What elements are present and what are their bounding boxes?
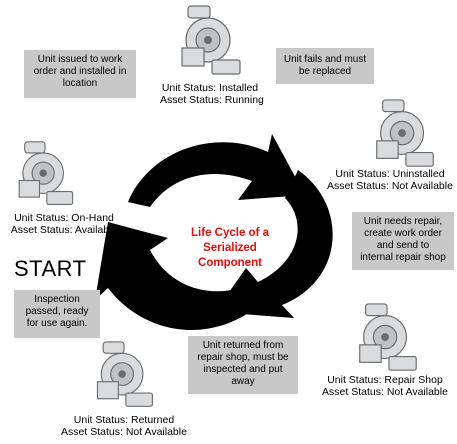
note-inspection: Inspection passed, ready for use again. [14, 290, 100, 338]
diagram-title: Life Cycle of a Serialized Component [172, 226, 288, 271]
title-line: Life Cycle of a [191, 227, 269, 239]
status-line: Unit Status: On-Hand [14, 212, 114, 224]
status-line: Asset Status: Available [10, 224, 118, 236]
pump-icon [359, 303, 417, 371]
pump-icon [96, 341, 153, 407]
note-line: repair shop, must be [197, 352, 289, 363]
note-fails: Unit fails and must be replaced [276, 48, 374, 84]
stage-installed-status: Unit Status: Installed Asset Status: Run… [160, 82, 264, 106]
note-line: Unit issued to work [37, 54, 123, 65]
cycle-arrow-top [128, 134, 305, 207]
note-returned-from-repair: Unit returned from repair shop, must be … [188, 336, 298, 394]
note-line: location [62, 78, 98, 89]
cycle-arrow-left [95, 222, 250, 330]
note-line: and send to [376, 240, 430, 251]
note-line: internal repair shop [360, 252, 446, 263]
note-line: be replaced [298, 66, 352, 77]
note-line: Unit fails and must [283, 54, 367, 65]
title-line: Serialized [203, 242, 257, 254]
note-line: Unit needs repair, [363, 216, 443, 227]
stage-on-hand-status: Unit Status: On-Hand Asset Status: Avail… [2, 212, 126, 236]
note-needs-repair: Unit needs repair, create work order and… [352, 212, 454, 270]
status-line: Asset Status: Running [160, 94, 264, 106]
stage-returned-status: Unit Status: Returned Asset Status: Not … [56, 414, 192, 438]
status-line: Unit Status: Returned [73, 414, 175, 426]
note-line: Inspection [34, 294, 80, 305]
note-issued: Unit issued to work order and installed … [24, 50, 136, 98]
pump-icon [18, 141, 74, 206]
pump-icon [376, 99, 434, 167]
stage-uninstalled-status: Unit Status: Uninstalled Asset Status: N… [324, 168, 456, 192]
status-line: Unit Status: Installed [161, 82, 259, 94]
stage-repair-shop-status: Unit Status: Repair Shop Asset Status: N… [316, 374, 454, 398]
status-line: Unit Status: [335, 168, 390, 180]
status-line: Asset Status: Not Available [61, 426, 187, 438]
note-line: create work order [364, 228, 442, 239]
start-label: START [14, 256, 87, 281]
note-line: away [231, 376, 255, 387]
note-line: Unit returned from [202, 340, 284, 351]
title-line: Component [198, 257, 262, 269]
note-line: passed, ready [25, 306, 89, 317]
cycle-arrow-right [215, 170, 333, 318]
pump-icon [181, 5, 241, 75]
status-line: Asset Status: Not Available [322, 386, 448, 398]
note-line: for use again. [26, 318, 88, 329]
note-line: inspected and put [203, 364, 283, 375]
status-line: Unit Status: Repair Shop [327, 374, 443, 386]
status-line: Asset Status: Not Available [327, 180, 453, 192]
note-line: order and installed in [33, 66, 127, 77]
status-line: Uninstalled [392, 168, 445, 180]
